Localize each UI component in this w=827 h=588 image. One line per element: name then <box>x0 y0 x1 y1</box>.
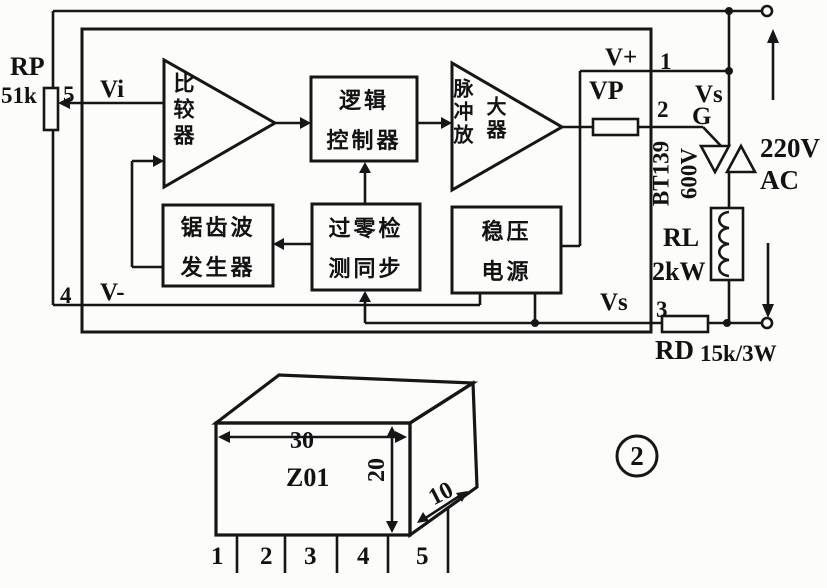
potentiometer-body <box>42 86 60 132</box>
triac-part-label: BT139 <box>648 140 674 207</box>
junction-dot <box>531 319 539 327</box>
pulse-amp-triangle <box>450 60 566 193</box>
load-label: RL <box>663 223 700 252</box>
arrowhead <box>153 155 164 167</box>
dim-depth-line <box>423 493 462 521</box>
pin1-label: 1 <box>660 49 672 74</box>
triac-voltage-label: 600V <box>676 147 702 200</box>
v-minus-label: V- <box>100 279 125 306</box>
package-pin-2-label: 2 <box>260 543 273 570</box>
load-coil <box>717 210 730 278</box>
mains-voltage-label: 220V <box>760 133 820 163</box>
package-pin-1-label: 1 <box>211 543 224 570</box>
logic-block-label: 逻辑 控制器 <box>311 77 417 161</box>
pot-wiper-arrow <box>58 97 70 109</box>
wire-feedback <box>130 159 163 269</box>
dim-height-label: 20 <box>364 458 390 482</box>
package-pin-5-label: 5 <box>416 543 429 570</box>
arrowhead <box>359 291 371 302</box>
arrowhead <box>300 117 311 129</box>
junction-dot <box>725 67 733 75</box>
figure-number-circle <box>615 434 659 478</box>
arrowhead <box>273 238 284 250</box>
sawtooth-block-label: 锯齿波 发生器 <box>163 205 273 286</box>
ac-arrow-bottom-head <box>762 304 774 318</box>
logic-line-2: 控制器 <box>326 128 402 153</box>
logic-line-1: 逻辑 <box>338 88 389 113</box>
rd-value-label: 15k/3W <box>700 341 777 366</box>
package-pin-3-label: 3 <box>304 543 317 570</box>
vp-resistor <box>591 117 640 137</box>
junction-dot <box>723 319 731 327</box>
triac-symbol-left <box>698 144 732 175</box>
sawtooth-line-1: 锯齿波 <box>180 214 256 240</box>
junction-dot <box>725 7 733 15</box>
rd-label: RD <box>655 335 694 365</box>
zero-cross-block-label: 过零检 测同步 <box>312 204 420 290</box>
vp-label: VP <box>589 76 624 105</box>
power-supply-line-2: 电源 <box>481 259 532 284</box>
vi-label: Vi <box>100 76 125 103</box>
pulse-amp-label-col1: 脉冲放 <box>450 78 472 147</box>
package-right-face <box>408 380 479 539</box>
arrowhead <box>441 117 452 129</box>
package-pin-4-label: 4 <box>357 543 370 570</box>
mains-type-label: AC <box>760 165 799 195</box>
logic-box <box>309 75 419 163</box>
zero-cross-line-1: 过零检 <box>328 216 404 241</box>
zero-cross-box <box>310 202 422 292</box>
ac-arrow-top-head <box>767 29 779 43</box>
comparator-label: 比较器 <box>171 72 195 150</box>
wire-gate <box>562 125 722 147</box>
terminal-top <box>760 4 774 18</box>
sawtooth-line-2: 发生器 <box>180 254 256 280</box>
package-front-face <box>214 421 412 537</box>
dim-arrowhead <box>386 426 398 438</box>
triac-symbol-right <box>724 143 758 174</box>
vs-top-label: Vs <box>695 81 723 108</box>
dim-arrowhead <box>395 431 407 443</box>
rd-resistor <box>660 314 710 334</box>
dim-width-label: 30 <box>290 428 314 454</box>
zero-cross-line-2: 测同步 <box>328 256 404 281</box>
wire-v-minus <box>53 293 482 307</box>
dim-arrowhead <box>386 521 398 533</box>
package-pins <box>235 508 450 573</box>
terminal-bottom <box>760 316 774 330</box>
comparator-triangle <box>162 57 279 190</box>
gate-label: G <box>692 103 712 130</box>
package-name-label: Z01 <box>286 463 330 492</box>
sawtooth-box <box>161 203 275 288</box>
power-supply-box <box>450 205 563 295</box>
vs-bottom-label: Vs <box>600 289 628 316</box>
wire-vp-power <box>561 71 582 248</box>
power-supply-block-label: 稳压 电源 <box>452 207 561 293</box>
ic-outline-box <box>80 27 653 334</box>
package-top-face <box>211 373 479 425</box>
pin2-label: 2 <box>657 97 669 122</box>
pulse-amp-label-col2: 大器 <box>483 96 505 142</box>
wire-vs-rail <box>363 293 662 325</box>
rp-value: 51k <box>1 83 37 108</box>
figure-number: 2 <box>630 440 644 471</box>
pin4-label: 4 <box>60 283 72 308</box>
power-supply-line-1: 稳压 <box>481 219 532 244</box>
rp-label: RP <box>10 52 45 81</box>
pin3-label: 3 <box>656 297 668 322</box>
pin5-label: 5 <box>63 82 75 107</box>
arrowhead <box>359 162 371 173</box>
dim-arrowhead <box>456 491 468 502</box>
dim-arrowhead <box>218 431 230 443</box>
v-plus-label: V+ <box>605 44 638 71</box>
load-power-label: 2kW <box>652 257 706 286</box>
dim-arrowhead <box>417 512 429 523</box>
